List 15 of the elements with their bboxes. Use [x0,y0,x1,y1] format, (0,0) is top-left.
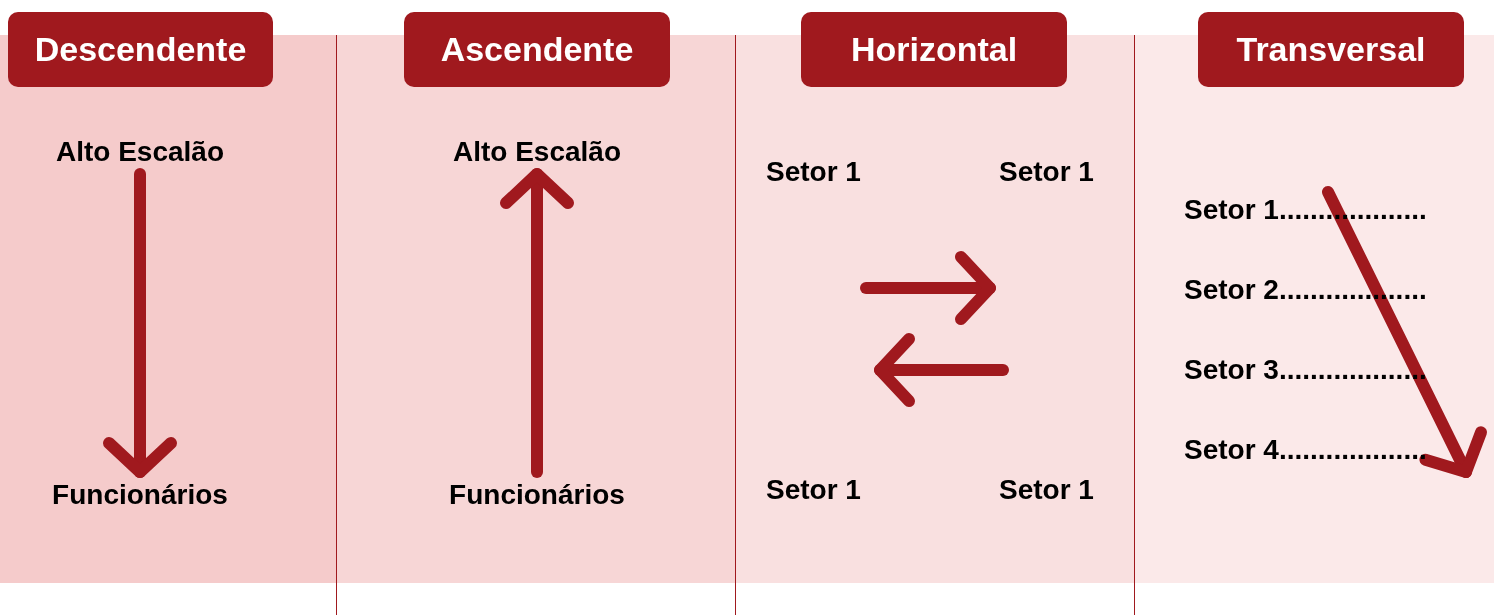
hierarchy-label: Funcionários [417,476,657,513]
column-heading: Ascendente [404,12,670,87]
column-heading: Horizontal [801,12,1067,87]
column-heading: Descendente [8,12,273,87]
sector-label: Setor 1 [999,155,1094,189]
sector-line-label: Setor 4................... [1184,433,1427,467]
column-heading: Transversal [1198,12,1464,87]
hierarchy-label: Alto Escalão [437,133,637,170]
arrow [500,168,574,478]
hierarchy-label: Funcionários [20,476,260,513]
sector-label: Setor 1 [999,473,1094,507]
arrow [103,168,177,478]
sector-label: Setor 1 [766,473,861,507]
sector-label: Setor 1 [766,155,861,189]
hierarchy-label: Alto Escalão [40,133,240,170]
